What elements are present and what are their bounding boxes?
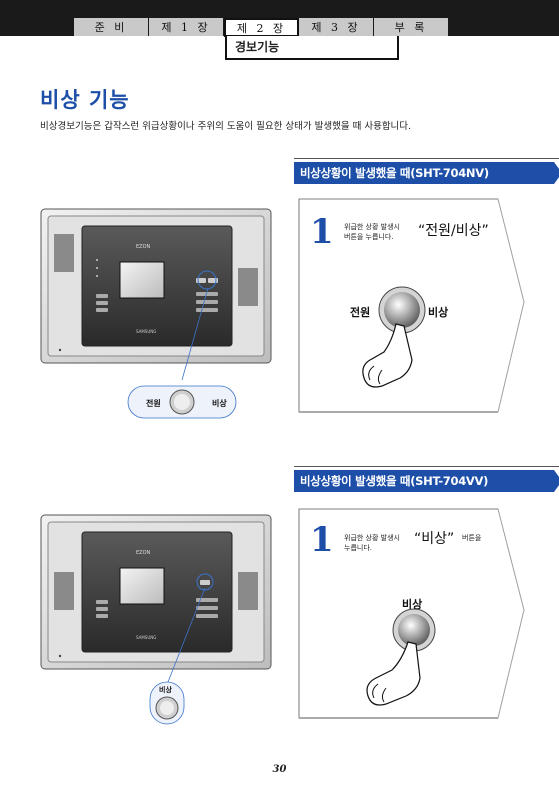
subtab-alarm-function: 경보기능 bbox=[225, 36, 399, 60]
page-number: 30 bbox=[272, 764, 287, 775]
step-quote-2: “비상” bbox=[414, 531, 455, 547]
model-mark: EZON bbox=[136, 550, 151, 556]
step-quote-1: “전원/비상” bbox=[418, 223, 489, 239]
section-title-1: 비상상황이 발생했을 때(SHT-704NV) bbox=[294, 162, 559, 184]
samsung-logo: SAMSUNG bbox=[136, 329, 156, 334]
step-number-1: 1 bbox=[310, 212, 334, 252]
step-panel-1: 1 위급한 상황 발생시 버튼을 누릅니다. “전원/비상” 전원 비상 bbox=[298, 198, 528, 416]
tab-chapter-1[interactable]: 제 1 장 bbox=[149, 18, 224, 36]
wallpad-device-image-2: EZON SAMSUNG bbox=[40, 514, 272, 670]
tab-appendix[interactable]: 부 록 bbox=[374, 18, 449, 36]
button-label-emergency-2: 비상 bbox=[402, 598, 423, 611]
top-bar bbox=[0, 0, 559, 18]
step-text-2b: 누릅니다. bbox=[344, 544, 372, 552]
callout-label-emergency-2: 비상 bbox=[159, 686, 172, 694]
tab-chapter-3[interactable]: 제 3 장 bbox=[299, 18, 374, 36]
callout-label-emergency: 비상 bbox=[212, 399, 227, 408]
callout-label-power: 전원 bbox=[146, 399, 161, 408]
section-divider bbox=[294, 158, 559, 159]
samsung-logo: SAMSUNG bbox=[136, 635, 156, 640]
button-label-emergency: 비상 bbox=[428, 306, 449, 319]
step-text-1a: 위급한 상황 발생시 bbox=[344, 223, 400, 231]
model-mark: EZON bbox=[136, 244, 151, 250]
page-title: 비상 기능 bbox=[40, 88, 130, 112]
step-panel-2: 1 위급한 상황 발생시 누릅니다. “비상” 버튼을 비상 bbox=[298, 508, 528, 722]
chapter-tabs: 준 비 제 1 장 제 2 장 제 3 장 부 록 bbox=[74, 18, 449, 37]
wallpad-device-image-1: EZON SAMSUNG bbox=[40, 208, 272, 364]
callout-line-2 bbox=[149, 587, 206, 725]
callout-line-1 bbox=[127, 287, 237, 419]
section-header-2: 비상상황이 발생했을 때(SHT-704VV) bbox=[294, 466, 559, 492]
section-header-1: 비상상황이 발생했을 때(SHT-704NV) bbox=[294, 158, 559, 184]
step-text-2a: 위급한 상황 발생시 bbox=[344, 534, 400, 542]
page-description: 비상경보기능은 갑작스런 위급상황이나 주위의 도움이 필요한 상태가 발생했을… bbox=[40, 121, 412, 132]
step-number-2: 1 bbox=[310, 520, 334, 560]
step-text-2c: 버튼을 bbox=[462, 534, 482, 542]
hand-press-illustration-2 bbox=[366, 608, 436, 706]
hand-press-illustration-1 bbox=[362, 286, 426, 388]
section-title-2: 비상상황이 발생했을 때(SHT-704VV) bbox=[294, 470, 559, 492]
tab-prep[interactable]: 준 비 bbox=[74, 18, 149, 36]
step-text-1b: 버튼을 누릅니다. bbox=[344, 233, 394, 241]
button-label-power: 전원 bbox=[350, 306, 371, 319]
section-divider bbox=[294, 466, 559, 467]
tab-chapter-2[interactable]: 제 2 장 bbox=[224, 18, 299, 37]
